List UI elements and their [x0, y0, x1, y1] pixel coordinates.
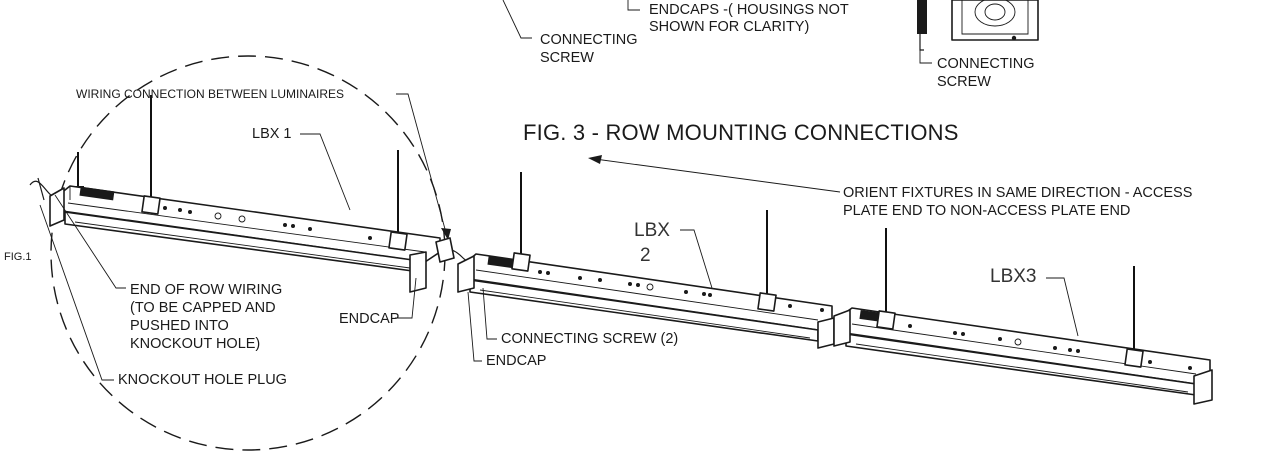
endcap-circle-label: ENDCAP	[339, 311, 399, 327]
fixture-lbx1	[29, 95, 471, 293]
fig1-reference: FIG.1	[4, 251, 32, 263]
connecting-screw-label-top-left: CONNECTING SCREW	[540, 32, 642, 66]
fixture-lbx3	[833, 228, 1213, 405]
fixture-lbx2	[457, 172, 835, 349]
figure-title: FIG. 3 - ROW MOUNTING CONNECTIONS	[523, 120, 959, 145]
lbx1-label: LBX 1	[252, 126, 292, 142]
orient-fixtures-note: ORIENT FIXTURES IN SAME DIRECTION - ACCE…	[843, 185, 1196, 219]
lbx3-label: LBX3	[990, 266, 1036, 287]
wiring-connection-label: WIRING CONNECTION BETWEEN LUMINAIRES	[76, 87, 344, 101]
top-left-partial-view	[502, 0, 640, 39]
connecting-screw-2-label: CONNECTING SCREW (2)	[501, 331, 678, 347]
end-of-row-wiring-label: END OF ROW WIRING (TO BE CAPPED AND PUSH…	[130, 282, 286, 352]
endcap-bottom-label: ENDCAP	[486, 353, 546, 369]
connecting-screw-label-top-right: CONNECTING SCREW	[937, 56, 1039, 90]
top-right-bracket-view	[917, 0, 1039, 64]
knockout-hole-plug-label: KNOCKOUT HOLE PLUG	[118, 372, 287, 388]
endcaps-note-label: ENDCAPS -( HOUSINGS NOT SHOWN FOR CLARIT…	[649, 2, 853, 35]
lbx2-label: LBX 2	[634, 220, 675, 266]
